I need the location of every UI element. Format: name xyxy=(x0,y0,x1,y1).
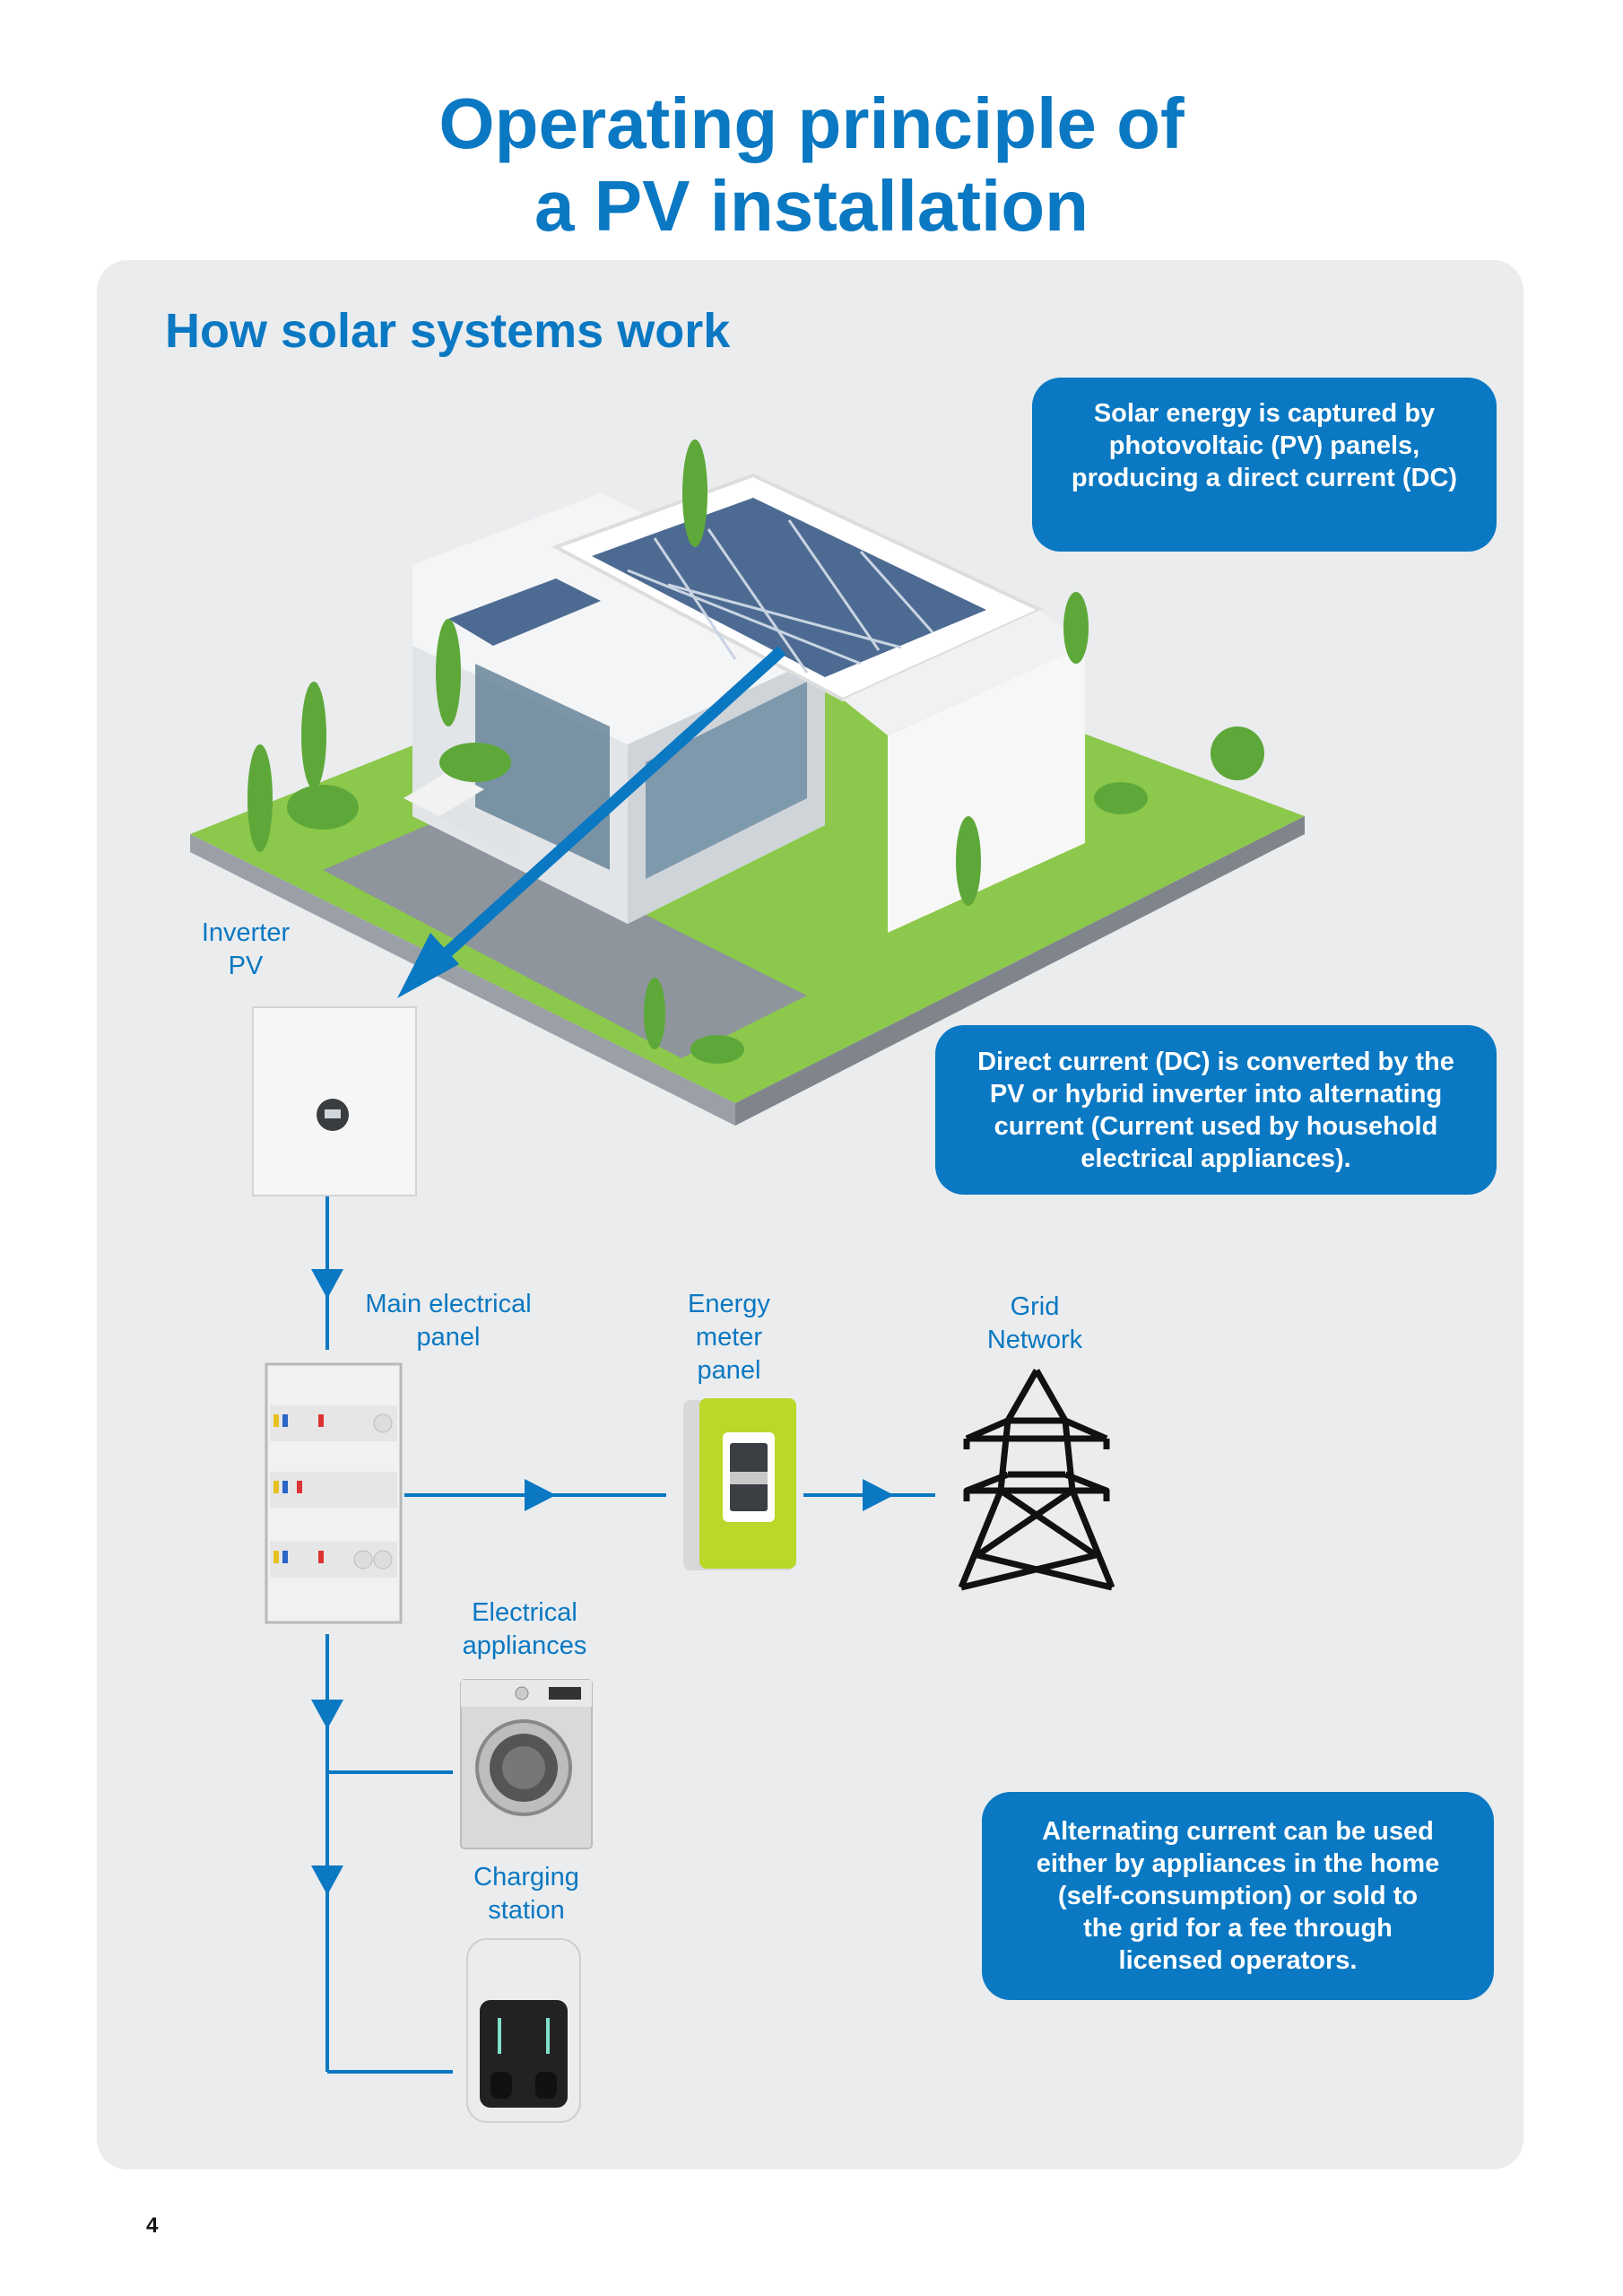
label-line: Energy xyxy=(688,1290,770,1318)
power-pylon-icon xyxy=(958,1369,1115,1591)
callout-line: electrical appliances). xyxy=(1081,1144,1351,1173)
arrow-right-icon xyxy=(863,1479,894,1511)
callout-solar-capture: Solar energy is captured by photovoltaic… xyxy=(1032,378,1497,552)
section-title: How solar systems work xyxy=(165,304,731,358)
callout-dc-conversion: Direct current (DC) is converted by the … xyxy=(935,1025,1497,1195)
label-line: PV xyxy=(228,952,264,980)
callout-line: the grid for a fee through xyxy=(1083,1914,1393,1943)
callout-line: Solar energy is captured by xyxy=(1093,399,1436,428)
callout-line: photovoltaic (PV) panels, xyxy=(1108,431,1420,460)
arrow-pv-to-inverter-icon xyxy=(397,933,459,998)
callout-ac-usage: Alternating current can be used either b… xyxy=(982,1792,1494,2000)
label-line: Charging xyxy=(473,1863,579,1892)
page-number: 4 xyxy=(146,2213,159,2238)
washing-machine-image xyxy=(460,1679,593,1849)
arrow-down-icon xyxy=(311,1700,343,1729)
label-appliances: Electrical appliances xyxy=(435,1596,614,1663)
label-line: Electrical xyxy=(472,1598,577,1627)
callout-line: licensed operators. xyxy=(1118,1946,1358,1975)
label-main-panel: Main electrical panel xyxy=(341,1288,556,1354)
label-energy-meter: Energy meter panel xyxy=(639,1288,819,1387)
energy-meter-image xyxy=(683,1398,796,1570)
title-line-1: Operating principle of xyxy=(438,83,1185,163)
inverter-image xyxy=(252,1006,417,1196)
arrow-down-icon xyxy=(311,1269,343,1299)
arrow-right-icon xyxy=(525,1479,556,1511)
callout-line: current (Current used by household xyxy=(994,1111,1438,1141)
callout-line: Alternating current can be used xyxy=(1042,1817,1434,1846)
label-line: station xyxy=(488,1896,565,1925)
callout-line: Direct current (DC) is converted by the xyxy=(977,1047,1454,1076)
title-line-2: a PV installation xyxy=(534,166,1089,246)
callout-line: (self-consumption) or sold to xyxy=(1057,1882,1419,1910)
house-illustration xyxy=(190,439,1305,1126)
callout-line: producing a direct current (DC) xyxy=(1071,464,1458,492)
label-line: Main electrical xyxy=(365,1290,532,1318)
label-charging: Charging station xyxy=(437,1861,616,1927)
callout-line: PV or hybrid inverter into alternating xyxy=(989,1079,1443,1109)
label-line: Grid xyxy=(1010,1292,1060,1321)
label-inverter: Inverter PV xyxy=(183,917,308,983)
electrical-panel-image xyxy=(265,1362,403,1624)
label-line: Network xyxy=(986,1326,1083,1354)
label-line: meter xyxy=(695,1323,763,1352)
arrow-down-icon xyxy=(311,1866,343,1895)
label-line: panel xyxy=(416,1323,481,1352)
label-line: Inverter xyxy=(201,918,291,947)
callout-line: either by appliances in the home xyxy=(1036,1849,1440,1878)
page-title: Operating principle of a PV installation xyxy=(0,83,1623,248)
charging-station-image xyxy=(466,1938,581,2123)
label-grid: Grid Network xyxy=(945,1291,1124,1357)
label-line: appliances xyxy=(462,1631,587,1660)
label-line: panel xyxy=(697,1356,761,1385)
